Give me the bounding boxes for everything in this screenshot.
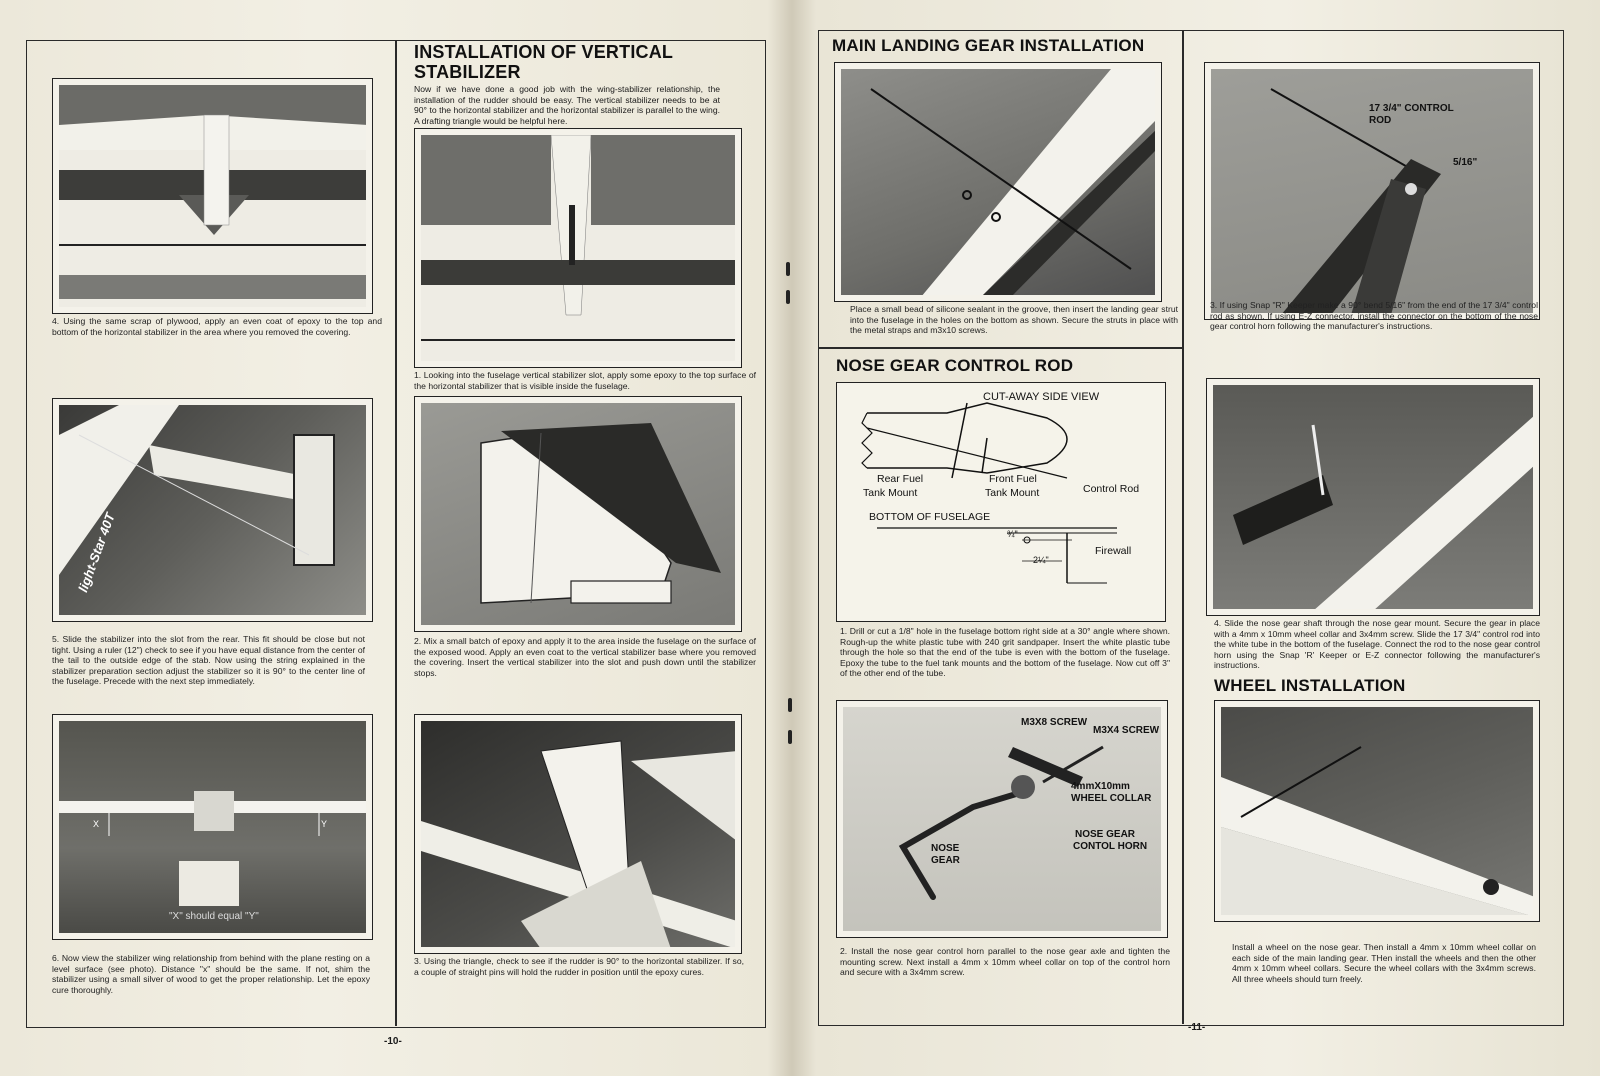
step3-caption: 3. Using the triangle, check to see if t… xyxy=(414,956,744,977)
pliers-bend-illustration xyxy=(1270,88,1441,313)
fuselage-tail-illustration xyxy=(59,405,335,575)
control-horn-label-2: CONTOL HORN xyxy=(1073,841,1148,852)
stab-top-view-illustration xyxy=(59,85,366,299)
main-gear-caption: Place a small bead of silicone sealant i… xyxy=(850,304,1178,335)
step2-rudder-photo xyxy=(414,396,742,632)
staple-bottom-2 xyxy=(788,730,792,744)
front-mount-label-2: Tank Mount xyxy=(985,487,1040,499)
control-rod-label: Control Rod xyxy=(1083,483,1140,495)
staple-top-2 xyxy=(786,290,790,304)
cutaway-title: CUT-AWAY SIDE VIEW xyxy=(983,391,1100,403)
cutaway-drawing xyxy=(861,402,1117,584)
wheel-strut-illustration xyxy=(1221,746,1533,915)
nose-rod-title: NOSE GEAR CONTROL ROD xyxy=(836,356,1074,375)
nose-gear-parts-illustration xyxy=(898,745,1104,900)
step6-level-check-photo: X Y "X" should equal "Y" xyxy=(52,714,373,940)
left-page-column-rule xyxy=(395,40,397,1026)
control-rod-bend-photo: 17 3/4" CONTROL ROD 5/16" xyxy=(1204,62,1540,320)
nose-gear-label-1: NOSE xyxy=(931,843,960,854)
main-gear-photo xyxy=(834,62,1162,302)
control-horn-photo: M3X8 SCREW M3X4 SCREW 4mmX10mm WHEEL COL… xyxy=(836,700,1168,938)
triangle-on-rudder-illustration xyxy=(421,740,735,947)
cutaway-side-view-diagram: CUT-AWAY SIDE VIEW Rear Fuel Tank Mount … xyxy=(836,382,1166,622)
step1-slot-epoxy-photo xyxy=(414,128,742,368)
firewall-label: Firewall xyxy=(1095,545,1132,557)
rear-view-illustration xyxy=(59,791,366,906)
wheel-collar-label-1: 4mmX10mm xyxy=(1071,781,1130,792)
m3x4-screw-label: M3X4 SCREW xyxy=(1093,725,1160,736)
step5-caption: 5. Slide the stabilizer into the slot fr… xyxy=(52,634,365,686)
bottom-fuselage-label: BOTTOM OF FUSELAGE xyxy=(869,511,991,523)
vertical-stab-title-line1: INSTALLATION OF VERTICAL xyxy=(414,42,674,62)
step6-caption: 6. Now view the stabilizer wing relation… xyxy=(52,953,370,995)
vertical-stab-intro: Now if we have done a good job with the … xyxy=(414,84,720,126)
control-rod-length-label-1: 17 3/4" CONTROL xyxy=(1369,103,1454,114)
right-page-frame xyxy=(818,30,1564,1026)
control-rod-length-label-2: ROD xyxy=(1369,115,1392,126)
main-gear-title: MAIN LANDING GEAR INSTALLATION xyxy=(832,36,1145,55)
m3x8-screw-label: M3X8 SCREW xyxy=(1021,717,1088,728)
staple-bottom xyxy=(788,698,792,712)
nose-rod-caption-2: 2. Install the nose gear control horn pa… xyxy=(840,946,1170,977)
front-mount-label-1: Front Fuel xyxy=(989,473,1037,485)
x-equals-y-note: "X" should equal "Y" xyxy=(169,911,259,922)
slot-top-view-illustration xyxy=(421,135,735,341)
wheel-installation-title: WHEEL INSTALLATION xyxy=(1214,676,1406,695)
nose-gear-mount-photo xyxy=(1206,378,1540,616)
step1-caption: 1. Looking into the fuselage vertical st… xyxy=(414,370,756,391)
rear-mount-label-1: Rear Fuel xyxy=(877,473,924,485)
step3-bend-caption: 3. If using Snap "R" Keeper make a 90° b… xyxy=(1210,300,1538,331)
vertical-stab-title-line2: STABILIZER xyxy=(414,62,521,82)
x-distance-label: X xyxy=(93,819,100,829)
dim-three-quarter: ¾" xyxy=(1007,529,1018,539)
wheel-caption: Install a wheel on the nose gear. Then i… xyxy=(1232,942,1536,984)
step4-stab-epoxy-photo xyxy=(52,78,373,314)
control-horn-label-1: NOSE GEAR xyxy=(1075,829,1136,840)
staple-top xyxy=(786,262,790,276)
step5-stab-alignment-photo: light-Star 40T xyxy=(52,398,373,622)
nose-gear-label-2: GEAR xyxy=(931,855,960,866)
step2-caption: 2. Mix a small batch of epoxy and apply … xyxy=(414,636,756,678)
section-divider xyxy=(818,347,1182,349)
right-page-column-rule xyxy=(1182,30,1184,1024)
landing-gear-strut-illustration xyxy=(870,69,1155,295)
y-distance-label: Y xyxy=(321,819,328,829)
step3-triangle-check-photo xyxy=(414,714,742,954)
step4-nose-gear-caption: 4. Slide the nose gear shaft through the… xyxy=(1214,618,1540,670)
dim-two-and-quarter: 2¼" xyxy=(1033,555,1049,565)
wheel-installation-photo xyxy=(1214,700,1540,922)
step4-caption: 4. Using the same scrap of plywood, appl… xyxy=(52,316,382,337)
nose-gear-mount-illustration xyxy=(1233,416,1533,609)
rudder-illustration xyxy=(480,423,721,604)
right-page-number: -11- xyxy=(1188,1022,1206,1033)
left-page-number: -10- xyxy=(384,1036,402,1047)
bend-distance-label: 5/16" xyxy=(1453,157,1478,168)
rear-mount-label-2: Tank Mount xyxy=(863,487,918,499)
wheel-collar-label-2: WHEEL COLLAR xyxy=(1071,793,1152,804)
nose-rod-caption-1: 1. Drill or cut a 1/8" hole in the fusel… xyxy=(840,626,1170,678)
